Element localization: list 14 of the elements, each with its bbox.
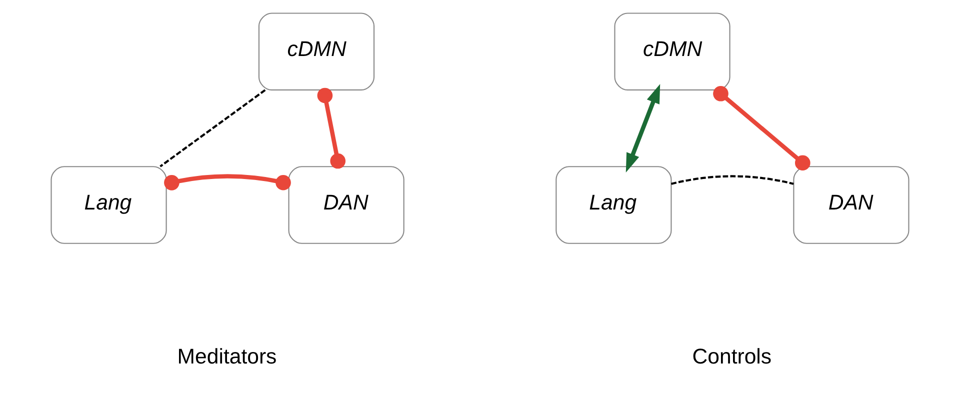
arrow xyxy=(625,84,660,172)
connector xyxy=(316,87,346,168)
node-box: DAN xyxy=(288,166,404,244)
node-box: DAN xyxy=(792,166,909,244)
connector xyxy=(670,174,794,184)
connector xyxy=(159,88,266,167)
label: Controls xyxy=(692,344,772,368)
connector xyxy=(712,85,810,170)
node-box: cDMN xyxy=(614,12,730,90)
node-box: Lang xyxy=(50,166,166,244)
connector xyxy=(164,174,290,190)
label: Meditators xyxy=(176,344,276,368)
node-box: cDMN xyxy=(258,12,374,90)
node-box: Lang xyxy=(555,166,672,244)
